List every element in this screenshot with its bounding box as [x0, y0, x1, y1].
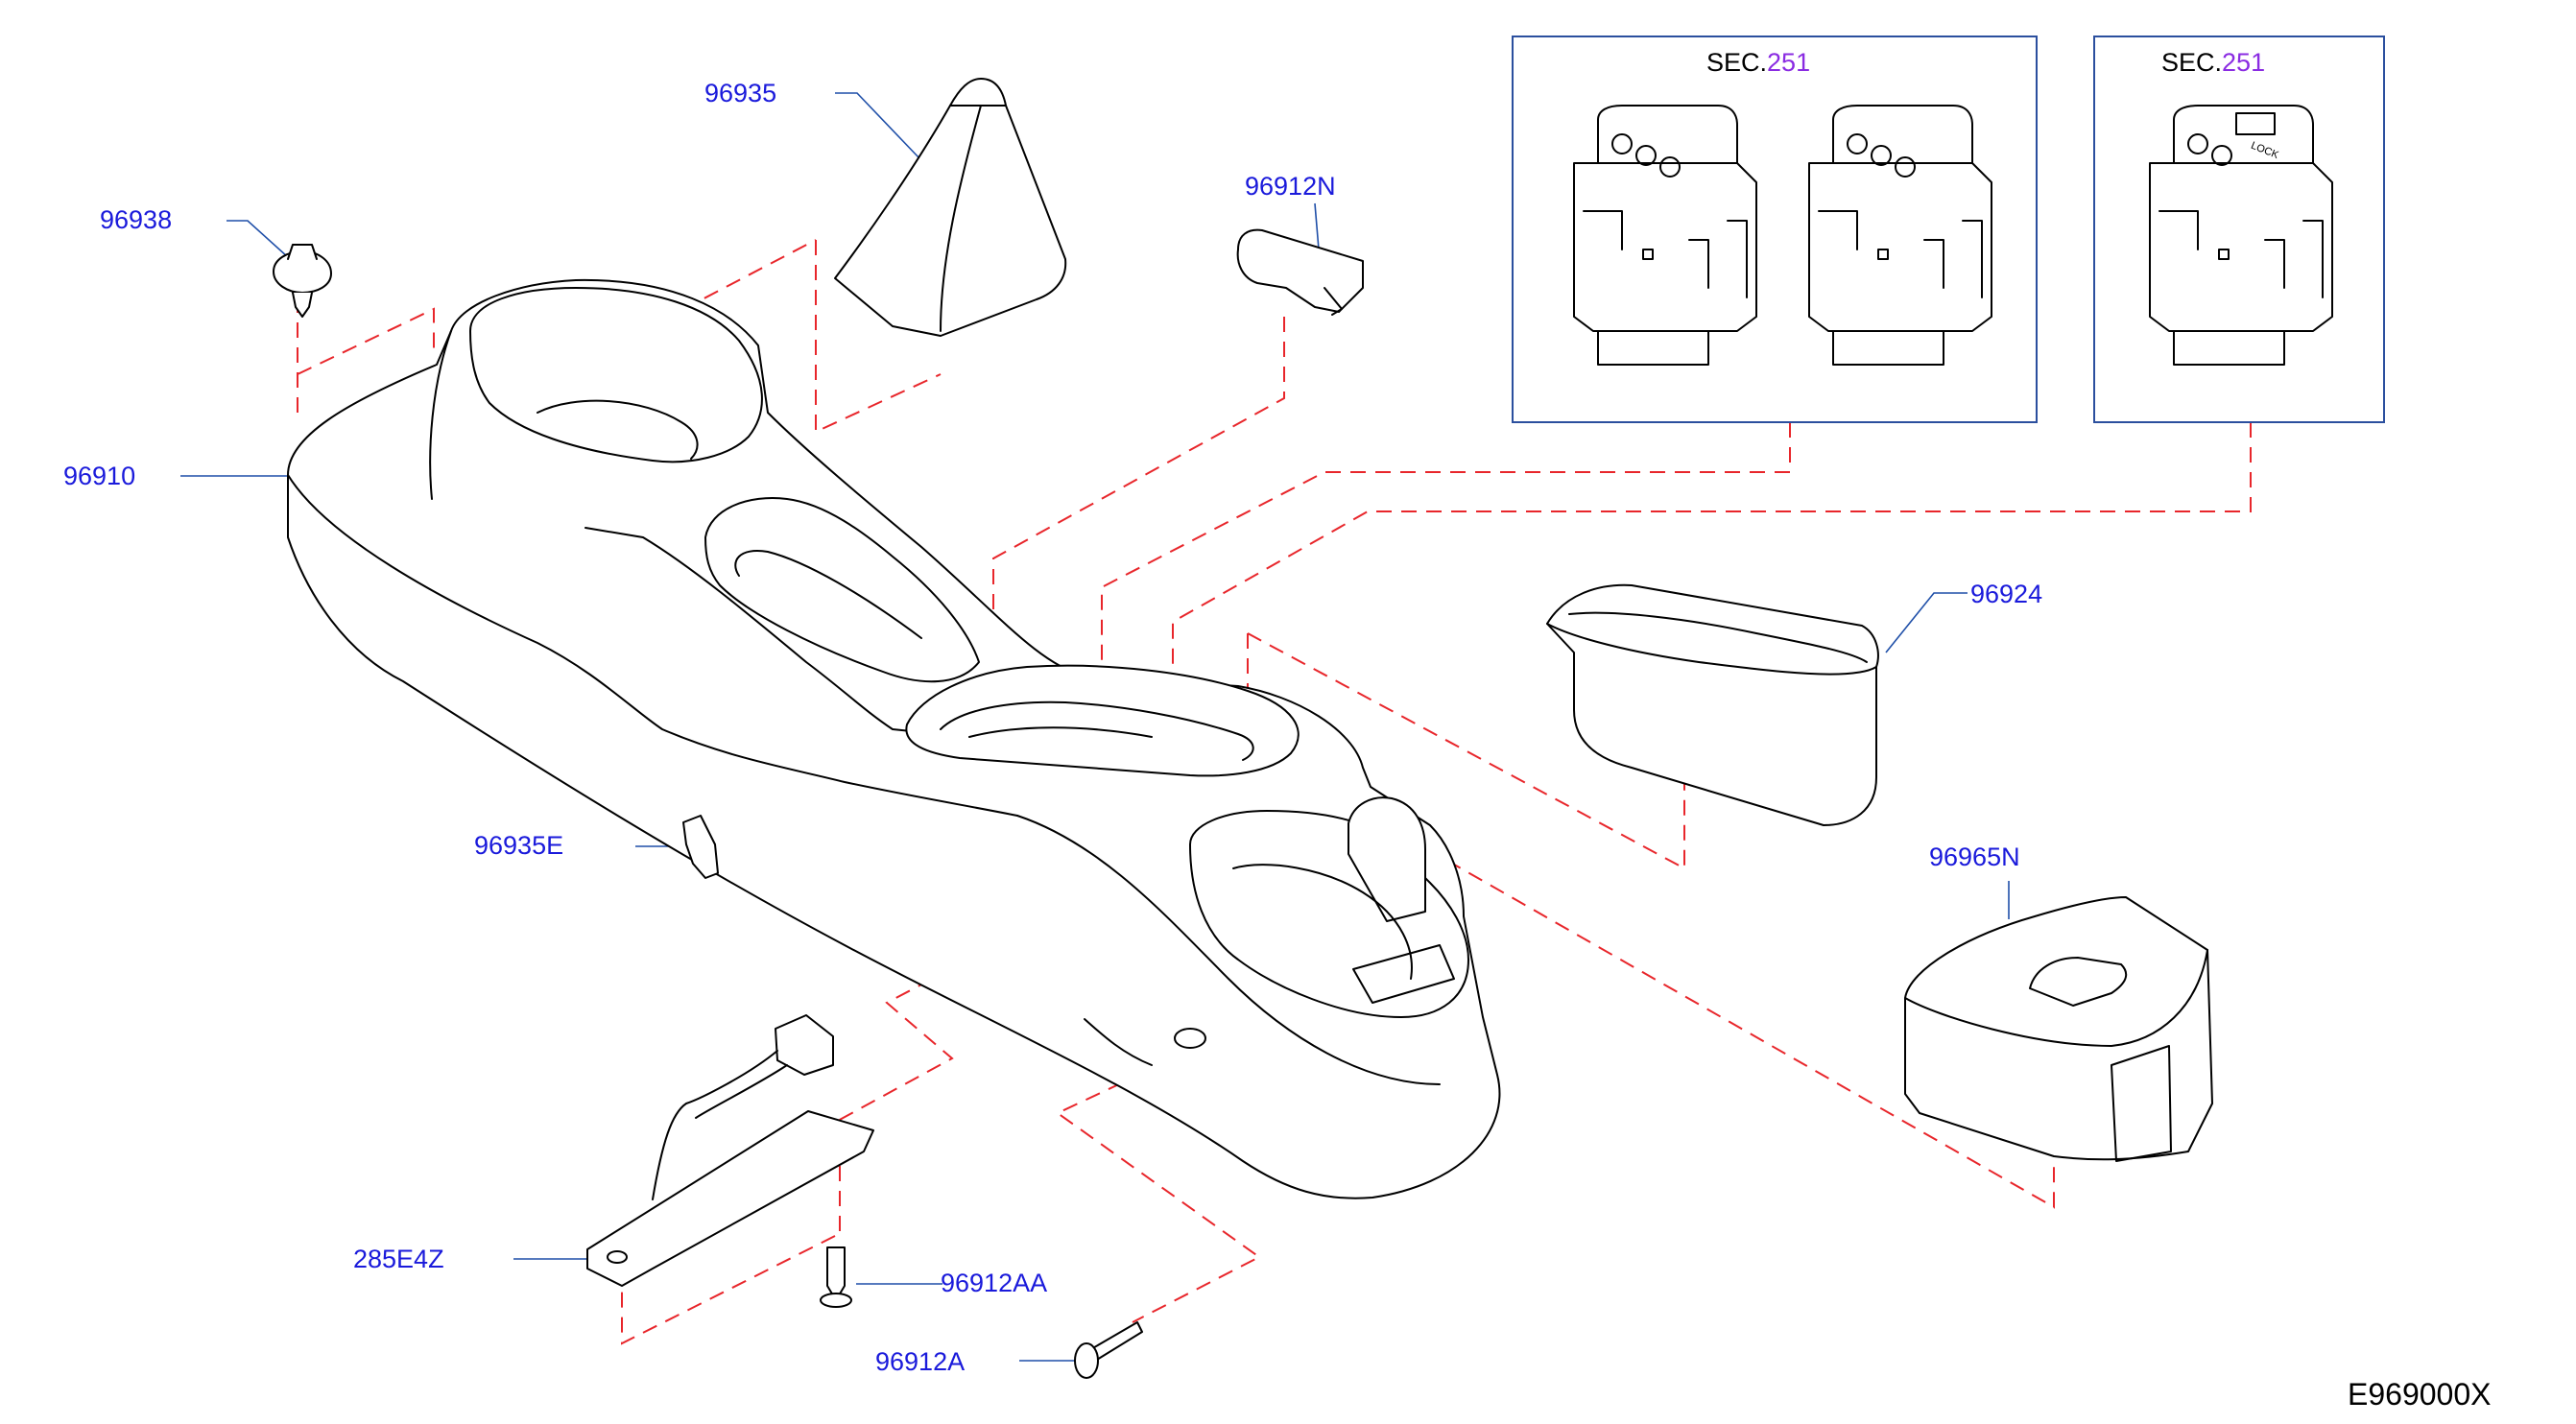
label-96910: 96910 — [63, 462, 136, 490]
label-96912AA: 96912AA — [941, 1269, 1048, 1297]
clip-96935E-body — [682, 815, 719, 879]
front-cupholder-inner — [1232, 864, 1413, 980]
console-rear-ridge — [429, 330, 452, 500]
storage-tray-inner — [734, 550, 922, 639]
cover-96965N-button — [2029, 957, 2128, 1007]
switch-2 — [1808, 105, 1992, 366]
clip-96935E — [682, 815, 719, 879]
harness-285E4Z — [586, 1014, 874, 1287]
boot-shape — [834, 78, 1067, 337]
section-boxes — [1512, 36, 2385, 423]
rear-cup-opening — [469, 287, 763, 463]
dash-sec251-right — [1172, 422, 2252, 710]
label-96938: 96938 — [100, 205, 173, 234]
leader-96935 — [835, 92, 920, 159]
console-step-line — [584, 527, 1172, 759]
leader-96924 — [1885, 592, 1968, 653]
tray-96924 — [1546, 583, 1879, 826]
dash-sec251-left — [1101, 422, 1791, 705]
shifter-slot — [940, 700, 1254, 761]
console-body-96910 — [287, 278, 1501, 1199]
label-96924: 96924 — [1970, 580, 2043, 608]
dash-boot-left — [613, 239, 817, 393]
cupholder-slot — [1352, 944, 1455, 1004]
assembly-dashed-lines — [297, 239, 2252, 1345]
switches: LOCK — [1573, 105, 2333, 366]
dash-96924-console — [1247, 632, 1685, 870]
bracket-96912N — [1236, 228, 1364, 316]
diagram-code: E969000X — [2348, 1377, 2492, 1412]
shift-boot-96935 — [834, 78, 1067, 337]
dash-285E4Z-bracket — [621, 1235, 836, 1345]
tray-96924-body — [1546, 583, 1879, 826]
sec-number-right: 251 — [2222, 48, 2266, 77]
harness-wire — [652, 1050, 778, 1200]
console-side-curve — [1016, 815, 1441, 1085]
sec-box-right — [2093, 36, 2385, 423]
console-notch — [1084, 1018, 1153, 1066]
cover-96965N — [1904, 896, 2213, 1162]
sec-prefix-left: SEC. — [1706, 48, 1768, 77]
console-hole — [1174, 1028, 1206, 1049]
cover-96965N-body — [1904, 896, 2213, 1161]
screws — [820, 1246, 1143, 1379]
bracket-96912N-tab — [1324, 287, 1343, 316]
sec-number-left: 251 — [1767, 48, 1811, 77]
label-96935: 96935 — [704, 79, 777, 107]
rear-cup-inner — [537, 399, 699, 460]
tray-96924-rim-inner — [1568, 611, 1868, 663]
sec-box-left — [1512, 36, 2038, 423]
sec-heading-right: SEC.251 — [2161, 48, 2265, 77]
harness-connector — [775, 1014, 834, 1076]
dash-96965N — [1381, 822, 2055, 1209]
cover-96965N-connector — [2111, 1045, 2172, 1162]
clip-96938-shaft — [287, 244, 318, 318]
label-96935E: 96935E — [474, 831, 564, 860]
shifter-plate — [905, 664, 1300, 777]
tray-96924-rim — [1546, 623, 1877, 676]
cover-96965N-edge — [1904, 949, 2208, 1047]
clip-96938 — [273, 244, 332, 318]
screw-96912AA-head — [820, 1293, 852, 1308]
shifter-slot-inner — [968, 726, 1153, 738]
harness-wire-2 — [695, 1064, 788, 1119]
label-285E4Z: 285E4Z — [353, 1245, 444, 1273]
sec-heading-left: SEC.251 — [1706, 48, 1810, 77]
harness-bracket-hole — [607, 1250, 628, 1264]
dash-clip-96938-console — [297, 307, 435, 375]
bracket-96912N-body — [1236, 228, 1364, 313]
boot-crease — [940, 105, 982, 332]
label-96912N: 96912N — [1245, 172, 1336, 201]
switch-1 — [1573, 105, 1757, 366]
switch-lock: LOCK — [2149, 105, 2333, 366]
harness-bracket — [586, 1110, 874, 1287]
console-front-ridge — [287, 474, 1018, 817]
screw-96912AA — [826, 1246, 846, 1301]
dash-boot-right — [815, 240, 942, 434]
label-96965N: 96965N — [1929, 843, 2020, 871]
sec-prefix-right: SEC. — [2161, 48, 2223, 77]
screw-96912A-head — [1074, 1342, 1099, 1379]
console-outline — [287, 278, 1501, 1199]
label-96912A: 96912A — [875, 1347, 966, 1376]
front-cupholder-lid — [1348, 796, 1426, 922]
storage-tray — [704, 497, 980, 683]
leader-96938 — [227, 220, 289, 258]
